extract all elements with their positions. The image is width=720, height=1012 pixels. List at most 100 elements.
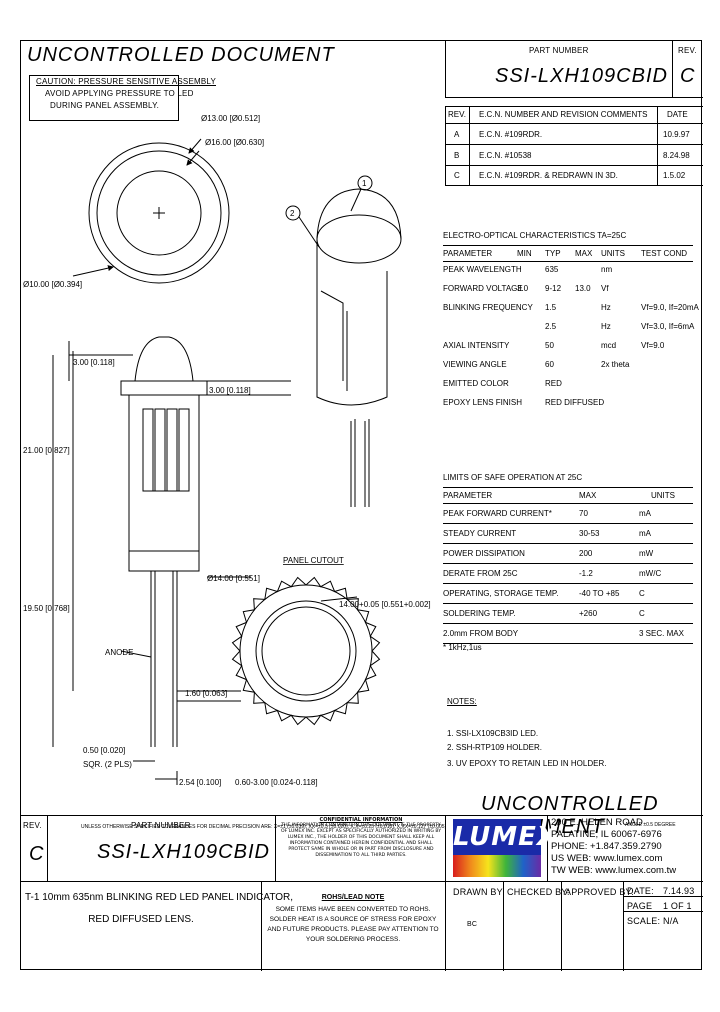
electro-cell: Vf=9.0: [641, 341, 665, 350]
limits-cell: 70: [579, 509, 588, 518]
row-divider: [443, 643, 693, 644]
dim-1950-text: 19.50 [0.768]: [23, 604, 70, 613]
notes-section: NOTES: 1. SSI-LX109CB3ID LED. 2. SSH-RTP…: [443, 697, 643, 777]
limits-cell: DERATE FROM 25C: [443, 569, 518, 578]
date-label: DATE:: [627, 886, 654, 896]
limits-cell: 2.0mm FROM BODY: [443, 629, 519, 638]
note-item: 2. SSH-RTP109 HOLDER.: [447, 743, 542, 752]
caution-line2: DURING PANEL ASSEMBLY.: [50, 101, 160, 110]
notes-title: NOTES:: [447, 697, 477, 706]
dim-outer-text: Ø13.00 [Ø0.512]: [201, 114, 260, 123]
panel-gear-outline: [231, 576, 381, 726]
drawn-by-label: DRAWN BY:: [453, 887, 505, 897]
electro-cell: EPOXY LENS FINISH: [443, 398, 522, 407]
uncontrolled-header: UNCONTROLLED DOCUMENT: [27, 44, 335, 66]
electro-cell: PEAK WAVELENGTH: [443, 265, 522, 274]
electro-header: MAX: [575, 249, 593, 258]
electro-cell: 60: [545, 360, 554, 369]
logo-text: LUMEX: [453, 819, 557, 855]
part-number: SSI-LXH109CBID: [495, 65, 668, 87]
rohs-block: ROHS/LEAD NOTE SOME ITEMS HAVE BEEN CONV…: [265, 891, 441, 945]
note-item: 3. UV EPOXY TO RETAIN LED IN HOLDER.: [447, 759, 607, 768]
row-divider: [443, 603, 693, 604]
revision-row-rev: B: [454, 151, 460, 160]
electro-header: MIN: [517, 249, 532, 258]
revision-row-rev: C: [454, 171, 460, 180]
limits-header: PARAMETER: [443, 491, 493, 500]
technical-drawing: Ø13.00 [Ø0.512] Ø16.00 [Ø0.630] Ø10.00 […: [23, 114, 431, 787]
limits-cell: mW/C: [639, 569, 662, 578]
page-label: PAGE: [627, 901, 653, 911]
limits-footnote: * 1kHz,1us: [443, 643, 482, 652]
limits-title: LIMITS OF SAFE OPERATION AT 25C: [443, 473, 583, 482]
electro-cell: 1.5: [545, 303, 557, 312]
tw-web-link[interactable]: TW WEB: www.lumex.com.tw: [551, 865, 677, 876]
limits-cell: -1.2: [579, 569, 593, 578]
limits-header: MAX: [579, 491, 597, 500]
revision-row-comment: E.C.N. #109RDR.: [479, 130, 543, 139]
electro-cell: 3.0: [517, 284, 529, 293]
revision-row-comment: E.C.N. #109RDR. & REDRAWN IN 3D.: [479, 171, 618, 180]
electro-cell: FORWARD VOLTAGE: [443, 284, 523, 293]
tolerance-note: UNLESS OTHERWISE SPECIFIED TOLERANCES FO…: [81, 824, 447, 830]
confidential-text: THE INFORMATION CONTAINED IN THIS DOCUME…: [280, 823, 442, 858]
confidential-block: CONFIDENTIAL INFORMATION THE INFORMATION…: [279, 817, 443, 859]
revision-table: REV. E.C.N. NUMBER AND REVISION COMMENTS…: [445, 106, 703, 186]
date-col-header: DATE: [667, 110, 688, 119]
caution-box: CAUTION: PRESSURE SENSITIVE ASSEMBLY AVO…: [29, 75, 216, 121]
scale-value: N/A: [663, 916, 679, 926]
approved-by-label: APPROVED BY:: [565, 887, 634, 897]
part-description: T-1 10mm 635nm BLINKING RED LED PANEL IN…: [25, 887, 293, 931]
electro-cell: Vf=3.0, If=6mA: [641, 322, 695, 331]
rohs-title: ROHS/LEAD NOTE: [321, 894, 385, 901]
limits-cell: STEADY CURRENT: [443, 529, 517, 538]
ecn-col-header: E.C.N. NUMBER AND REVISION COMMENTS: [479, 110, 648, 119]
tb-part-label: PART NUMBER: [131, 821, 191, 830]
limits-cell: +260: [579, 609, 598, 618]
revision-row-comment: E.C.N. #10538: [479, 151, 532, 160]
rohs-text: SOME ITEMS HAVE BEEN CONVERTED TO ROHS. …: [267, 906, 439, 943]
electro-cell: 9-12: [545, 284, 562, 293]
us-web-link[interactable]: US WEB: www.lumex.com: [551, 853, 663, 864]
lumex-logo: LUMEX: [449, 817, 557, 877]
electro-cell: RED DIFFUSED: [545, 398, 605, 407]
electro-title: ELECTRO-OPTICAL CHARACTERISTICS TA=25C: [443, 231, 627, 240]
row-divider: [443, 583, 693, 584]
tolerance-right: ANGLE ±0.5 DEGREE: [625, 822, 676, 828]
confidential-title: CONFIDENTIAL INFORMATION: [319, 817, 403, 823]
dim-300-top-text: 3.00 [0.118]: [73, 358, 115, 367]
logo-spectrum: [453, 855, 541, 877]
row-divider: [443, 623, 693, 624]
rev-value: C: [680, 65, 696, 87]
dim-mid-text: Ø16.00 [Ø0.630]: [205, 138, 264, 147]
panel-dim-text: 14.00+0.05 [0.551+0.002]: [339, 600, 431, 609]
description-line2: RED DIFFUSED LENS.: [88, 914, 194, 925]
electro-header: UNITS: [601, 249, 625, 258]
electro-cell: nm: [601, 265, 613, 274]
limits-cell: 200: [579, 549, 593, 558]
electro-cell: EMITTED COLOR: [443, 379, 509, 388]
phone: PHONE: +1.847.359.2790: [551, 841, 662, 852]
limits-cell: POWER DISSIPATION: [443, 549, 525, 558]
limits-cell: C: [639, 589, 645, 598]
limits-cell: 3 SEC. MAX: [639, 629, 684, 638]
electro-cell: AXIAL INTENSITY: [443, 341, 510, 350]
company-address: 290 E. HELEN ROAD PALATINE, IL 60067-697…: [551, 817, 701, 877]
electro-cell: 2.5: [545, 322, 557, 331]
limits-header: UNITS: [651, 491, 675, 500]
address-line1: 290 E. HELEN ROAD: [551, 817, 643, 828]
revision-row-date: 10.9.97: [663, 130, 690, 139]
drawing-sheet: UNCONTROLLED DOCUMENT CAUTION: PRESSURE …: [20, 40, 703, 971]
electro-cell: BLINKING FREQUENCY: [443, 303, 533, 312]
sqr-label: SQR. (2 PLS): [83, 760, 132, 769]
revision-row-date: 8.24.98: [663, 151, 690, 160]
dim-300-side-text: 3.00 [0.118]: [209, 386, 251, 395]
revision-row-date: 1.5.02: [663, 171, 686, 180]
limits-cell: mA: [639, 509, 651, 518]
part-number-label: PART NUMBER: [529, 46, 589, 55]
limits-cell: mW: [639, 549, 654, 558]
dim-160-text: 1.60 [0.063]: [185, 689, 227, 698]
limits-cell: C: [639, 609, 645, 618]
limits-cell: -40 TO +85: [579, 589, 620, 598]
panel-thickness-text: 0.60-3.00 [0.024-0.118]: [235, 778, 318, 787]
